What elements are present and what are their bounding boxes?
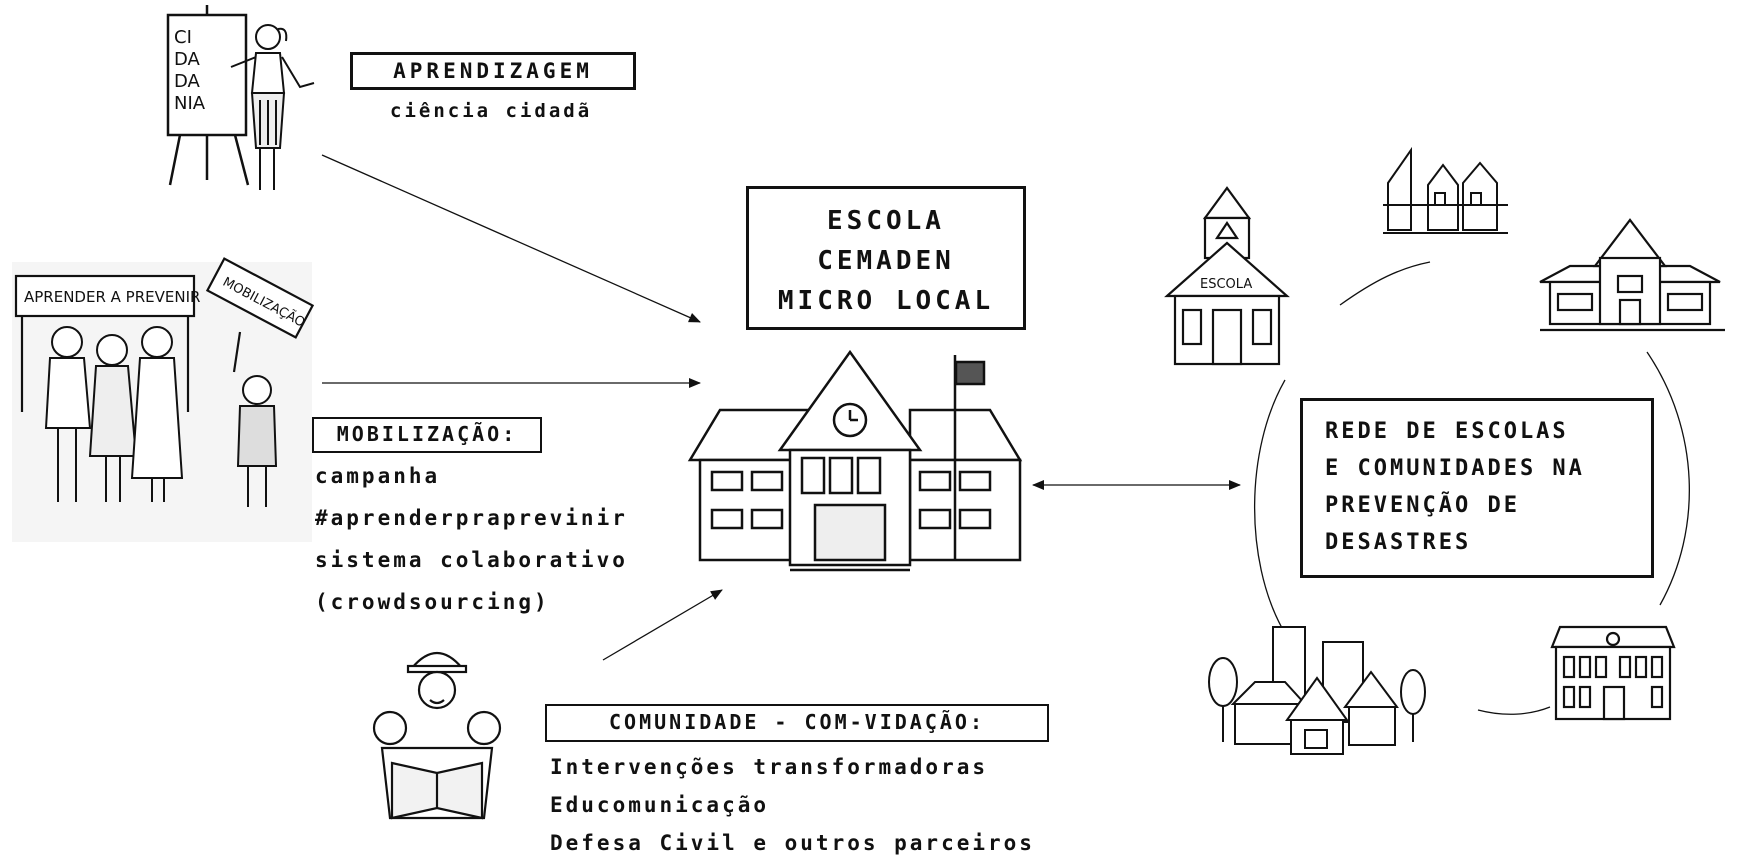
mobilizacao-box: MOBILIZAÇÃO: (312, 417, 542, 453)
banner-mobilizacao (205, 257, 315, 339)
mobilizacao-item-4: (crowdsourcing) (315, 590, 550, 614)
network-arc-left (1254, 379, 1286, 629)
escola-cemaden-box: ESCOLA CEMADEN MICRO LOCAL (746, 186, 1026, 330)
easel-text-3: DA (174, 71, 201, 92)
arrow-aprendizagem (321, 154, 701, 323)
center-line-2: CEMADEN (817, 246, 955, 276)
rede-line-2: E COMUNIDADES NA (1325, 456, 1585, 481)
network-arc-right (1646, 351, 1690, 606)
rede-box: REDE DE ESCOLAS E COMUNIDADES NA PREVENÇ… (1300, 398, 1654, 578)
rede-line-1: REDE DE ESCOLAS (1325, 419, 1569, 444)
center-line-3: MICRO LOCAL (777, 286, 995, 316)
rede-line-4: DESASTRES (1325, 530, 1472, 555)
aprendizagem-title: APRENDIZAGEM (393, 59, 593, 83)
network-arc-top (1339, 261, 1431, 306)
mobilizacao-title: MOBILIZAÇÃO: (336, 422, 518, 446)
comunidade-item-1: Intervenções transformadoras (550, 755, 989, 779)
community-family-illustration (372, 652, 502, 820)
comunidade-item-3: Defesa Civil e outros parceiros (550, 831, 1035, 855)
mobilizacao-item-1: campanha (315, 464, 441, 488)
mobilizacao-item-3: sistema colaborativo (315, 548, 628, 572)
banner-aprender-text: APRENDER A PREVENIR (24, 288, 200, 306)
comunidade-item-2: Educomunicação (550, 793, 770, 817)
easel-text-2: DA (174, 49, 201, 70)
banner-aprender (14, 274, 196, 318)
easel-board (166, 13, 248, 137)
aprendizagem-subtitle: ciência cidadã (390, 100, 593, 122)
aprendizagem-box: APRENDIZAGEM (350, 52, 636, 90)
network-arc-bottom (1477, 706, 1551, 715)
network-escola-illustration: ESCOLA (1164, 186, 1290, 366)
comunidade-title: COMUNIDADE - COM-VIDAÇÃO: (608, 710, 986, 734)
rede-line-3: PREVENÇÃO DE (1325, 493, 1520, 518)
central-school-illustration (687, 349, 1023, 572)
network-escola-label: ESCOLA (1200, 277, 1252, 292)
center-line-1: ESCOLA (827, 206, 945, 236)
comunidade-box: COMUNIDADE - COM-VIDAÇÃO: (545, 704, 1049, 742)
protest-group-illustration: APRENDER A PREVENIR MOBILIZAÇÃO (12, 257, 315, 542)
network-building-illustration (1550, 625, 1676, 721)
network-house-right-illustration (1539, 218, 1725, 332)
mobilizacao-item-2: #aprenderpraprevinir (315, 506, 628, 530)
network-town-illustration (1208, 626, 1426, 755)
easel-text-4: NIA (174, 93, 206, 114)
easel-text-1: CI (174, 27, 192, 48)
network-houses-illustration (1383, 146, 1508, 234)
teacher-easel-illustration: CI DA DA NIA (166, 5, 315, 190)
arrow-comunidade (602, 589, 723, 661)
